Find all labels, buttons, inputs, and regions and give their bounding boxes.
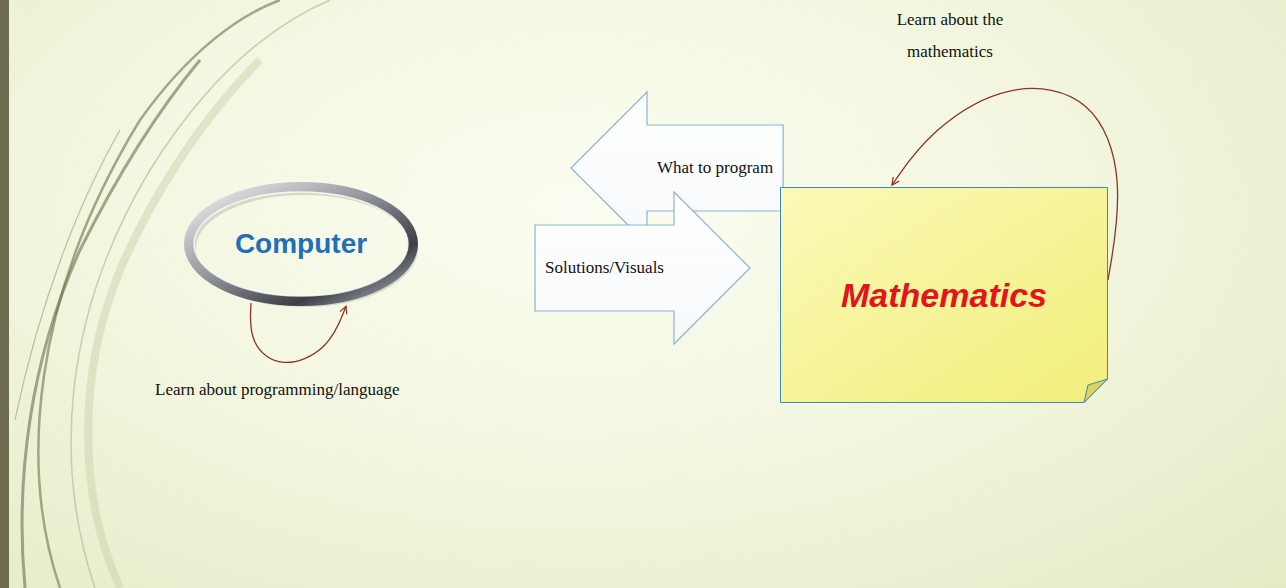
node-title: Mathematics [841, 276, 1047, 315]
connector-label: Learn about programming/language [155, 380, 400, 400]
decor-swoosh [71, 0, 330, 588]
note-fold [1084, 379, 1108, 403]
decor-swoosh [22, 60, 200, 588]
ring-highlight [194, 192, 408, 296]
loop-arrow [250, 303, 346, 362]
note-body [781, 188, 1108, 403]
connector-label: What to program [657, 158, 773, 178]
ring [189, 187, 413, 301]
ellipse-node: Computer [183, 181, 419, 307]
decor-swoosh [15, 130, 120, 420]
block-arrow [535, 192, 750, 344]
node-title: Computer [235, 228, 367, 260]
decor-swoosh [88, 60, 260, 588]
sticky-note: Mathematics [780, 187, 1108, 403]
connector-label: Learn about the mathematics [880, 4, 1020, 69]
side-bar [0, 0, 9, 588]
connector-label: Solutions/Visuals [545, 258, 664, 278]
